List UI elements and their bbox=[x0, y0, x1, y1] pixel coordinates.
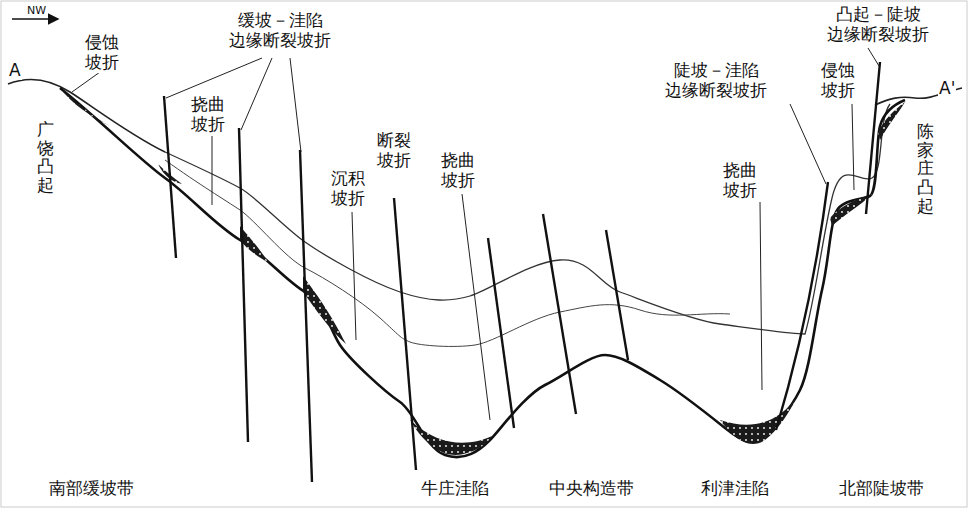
annotation-label: 挠曲 坡折 bbox=[440, 150, 476, 191]
annotation-label: 陡坡－洼陷 边缘断裂坡折 bbox=[664, 60, 768, 101]
annotation-label: 挠曲 坡折 bbox=[722, 160, 758, 201]
annotation-label: 沉积 坡折 bbox=[330, 168, 366, 209]
annotation-label: 南部缓坡带 bbox=[48, 478, 135, 498]
annotation-label: 中央构造带 bbox=[548, 478, 635, 498]
annotation-label: A bbox=[8, 60, 22, 80]
ground-surface bbox=[8, 79, 165, 152]
stratum-line bbox=[165, 104, 890, 334]
annotation-label: 挠曲 坡折 bbox=[190, 94, 226, 135]
annotation-label: 侵蚀 坡折 bbox=[820, 60, 856, 101]
annotation-label: 陈家庄凸起 bbox=[916, 122, 935, 215]
annotation-label: 断裂 坡折 bbox=[376, 130, 412, 171]
annotation-label: 牛庄洼陷 bbox=[420, 478, 490, 498]
annotation-label: 利津洼陷 bbox=[700, 478, 770, 498]
fault-line bbox=[164, 62, 880, 482]
annotation-label: 缓坡－洼陷 边缘断裂坡折 bbox=[228, 10, 332, 51]
direction-arrow bbox=[12, 18, 58, 20]
annotation-label: NW bbox=[26, 4, 47, 17]
sand-body bbox=[60, 88, 905, 455]
annotation-label: 广饶凸起 bbox=[36, 120, 55, 195]
annotation-label: A' bbox=[938, 78, 956, 98]
leader-line bbox=[72, 48, 879, 420]
basement-line bbox=[60, 88, 905, 457]
annotation-label: 北部陡坡带 bbox=[838, 478, 925, 498]
annotation-label: 侵蚀 坡折 bbox=[84, 32, 120, 73]
annotation-label: 凸起－陡坡 边缘断裂坡折 bbox=[826, 4, 930, 45]
